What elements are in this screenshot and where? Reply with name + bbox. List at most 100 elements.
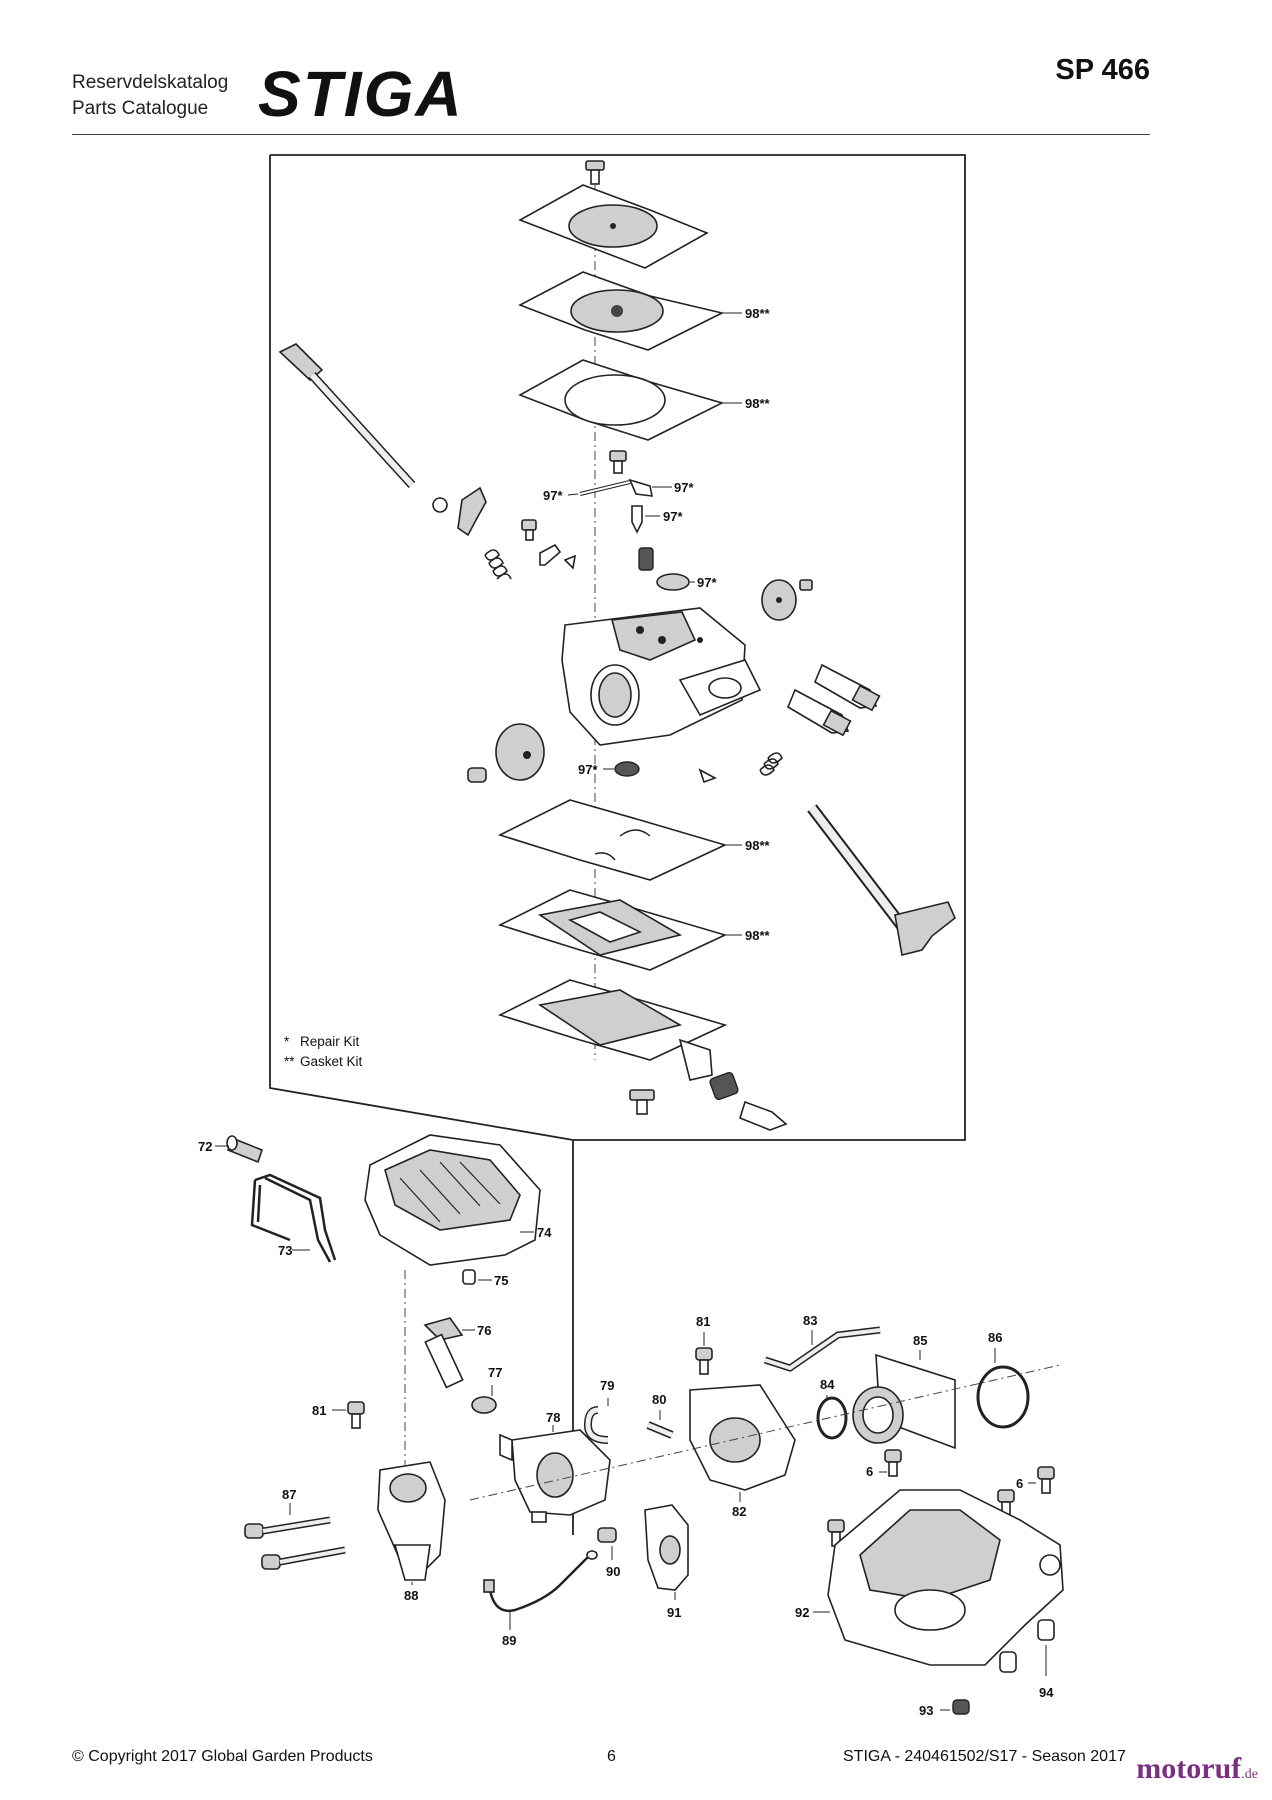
part-84-clamp-ring	[816, 1396, 848, 1440]
callout-72: 72	[198, 1139, 212, 1154]
choke-plate	[495, 723, 545, 781]
idle-speed-screw	[739, 1100, 788, 1131]
diaphragm-gasket	[518, 359, 725, 441]
fuel-filter-screen	[614, 761, 640, 777]
part-76-adapter	[423, 1317, 464, 1389]
choke-shaft	[807, 804, 956, 956]
part-94-foot-b	[1037, 1619, 1055, 1641]
metering-diaphragm	[518, 271, 725, 351]
footer-page-number: 6	[607, 1748, 616, 1765]
footer-document-ref: STIGA - 240461502/S17 - Season 2017	[843, 1748, 1126, 1765]
part-81-screw-right	[695, 1347, 713, 1375]
callout-88: 88	[404, 1588, 418, 1603]
model-number: SP 466	[1055, 54, 1150, 86]
callout-98-d: 98**	[745, 928, 771, 943]
callout-91: 91	[667, 1605, 681, 1620]
part-86-gasket	[976, 1365, 1030, 1429]
callout-97-c: 97*	[663, 509, 683, 524]
callout-98-a: 98**	[745, 306, 771, 321]
callout-97-d: 97*	[697, 575, 717, 590]
callout-98-b: 98**	[745, 396, 771, 411]
catalog-title: Reservdelskatalog Parts Catalogue	[72, 70, 228, 122]
idle-adjust-screw-low	[786, 688, 852, 737]
callout-92: 92	[795, 1605, 809, 1620]
choke-return-spring	[759, 752, 783, 776]
callout-83: 83	[803, 1313, 817, 1328]
diaphragm-cover	[518, 184, 709, 269]
callout-6-a: 6	[866, 1464, 873, 1479]
callout-97-a: 97*	[674, 480, 694, 495]
welch-plug	[656, 573, 690, 591]
callout-97-b: 97*	[543, 488, 563, 503]
part-77-seal	[471, 1396, 497, 1414]
part-6-screw-c	[827, 1519, 845, 1547]
part-78-carburettor	[499, 1429, 611, 1523]
pump-diaphragm	[497, 799, 728, 881]
choke-clip	[698, 768, 717, 784]
throttle-return-spring	[484, 549, 512, 580]
part-72-hose	[226, 1135, 263, 1164]
throttle-plate	[761, 579, 797, 621]
inlet-needle	[631, 505, 643, 534]
throttle-plate-screw	[799, 579, 813, 591]
callout-73: 73	[278, 1243, 292, 1258]
callout-98-c: 98**	[745, 838, 771, 853]
stiga-logo: STIGA	[258, 64, 462, 122]
lever-screw	[609, 450, 627, 474]
idle-adjust-screw-high	[813, 663, 881, 712]
carburettor-body	[561, 607, 762, 746]
catalog-title-english: Parts Catalogue	[72, 98, 209, 119]
callout-94: 94	[1039, 1685, 1054, 1700]
intake-axis	[469, 1364, 1061, 1501]
part-74-filter-cover	[364, 1134, 541, 1266]
callout-75: 75	[494, 1273, 508, 1288]
part-80-impulse-hose	[646, 1421, 674, 1439]
part-85-intake-boot	[852, 1353, 956, 1450]
part-81-screw-left	[347, 1401, 365, 1429]
part-88-adapter-housing	[377, 1461, 446, 1581]
legend-gasket-text: Gasket Kit	[300, 1054, 363, 1069]
part-90-bushing	[597, 1527, 617, 1543]
callout-79: 79	[600, 1378, 614, 1393]
part-73-wire-clip	[250, 1173, 337, 1263]
catalog-title-swedish: Reservdelskatalog	[72, 72, 229, 93]
throttle-lever	[457, 486, 487, 537]
legend-repair-text: Repair Kit	[300, 1034, 360, 1049]
choke-plate-screw	[467, 767, 487, 783]
callout-78: 78	[546, 1410, 560, 1425]
throttle-link	[539, 543, 577, 570]
watermark-name: motoruf	[1136, 1752, 1242, 1785]
part-6-screw-d	[997, 1489, 1015, 1517]
metering-lever	[628, 478, 654, 497]
callout-89: 89	[502, 1633, 516, 1648]
callout-81-b: 81	[696, 1314, 710, 1329]
callout-76: 76	[477, 1323, 491, 1338]
watermark-suffix: .de	[1241, 1767, 1258, 1782]
part-79-fuel-hose	[583, 1406, 609, 1444]
lever-screw-small	[521, 519, 537, 541]
part-87-long-bolts	[244, 1516, 346, 1570]
part-89-cable	[483, 1550, 598, 1613]
kit-legend: * Repair Kit ** Gasket Kit	[284, 1034, 363, 1069]
part-6-screw-b	[1037, 1466, 1055, 1494]
callout-85: 85	[913, 1333, 927, 1348]
motoruf-watermark: motoruf.de	[1136, 1752, 1258, 1786]
callout-81-a: 81	[312, 1403, 326, 1418]
part-83-bracket	[763, 1326, 881, 1372]
lever-pin	[579, 480, 631, 496]
throttle-shaft	[278, 343, 448, 513]
footer-copyright: © Copyright 2017 Global Garden Products	[72, 1748, 373, 1765]
callout-84: 84	[820, 1377, 835, 1392]
top-screw	[585, 160, 605, 185]
callout-97-e: 97*	[578, 762, 598, 777]
callout-74: 74	[537, 1225, 552, 1240]
part-91-throttle-housing	[644, 1504, 689, 1591]
legend-repair-symbol: *	[284, 1034, 290, 1049]
pump-cover	[497, 979, 728, 1081]
part-6-screw-a	[884, 1449, 902, 1477]
pump-cover-screw	[629, 1089, 655, 1115]
callout-82: 82	[732, 1504, 746, 1519]
part-75-plug	[462, 1269, 476, 1285]
legend-gasket-symbol: **	[284, 1054, 295, 1069]
